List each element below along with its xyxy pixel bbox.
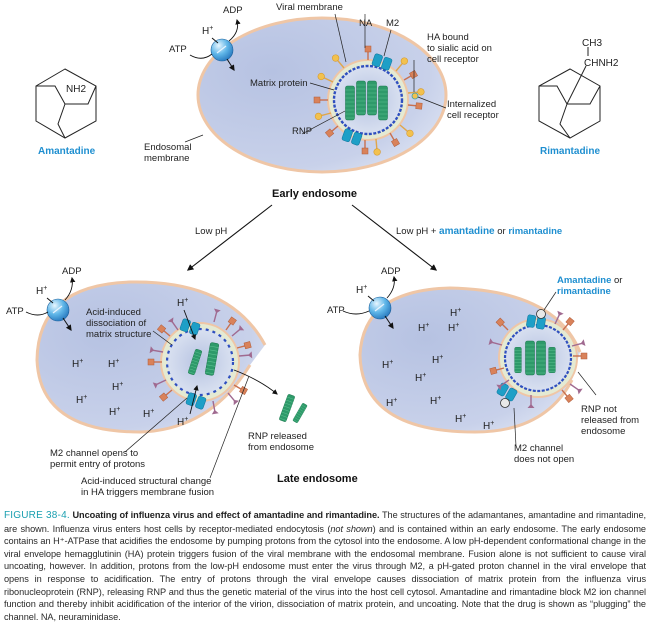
amantadine-structure	[35, 68, 97, 139]
svg-text:H+: H+	[483, 420, 494, 432]
proton-pump-icon	[368, 296, 392, 320]
svg-text:H+: H+	[177, 416, 188, 428]
protons-drug: H+ H+ H+ H+ H+ H+ H+ H+ H+ H+	[382, 307, 494, 432]
svg-text:H+: H+	[448, 322, 459, 334]
svg-text:H+: H+	[432, 354, 443, 366]
svg-text:H+: H+	[177, 297, 188, 309]
adp-label: ADP	[62, 266, 82, 277]
low-ph-drug-label: Low pH + amantadine or rimantadine	[396, 226, 562, 237]
svg-text:H+: H+	[455, 413, 466, 425]
svg-text:H+: H+	[418, 322, 429, 334]
amantadine-nh2-label: NH2	[66, 84, 86, 95]
h-plus-label: H+	[202, 25, 213, 37]
atp-label: ATP	[327, 305, 345, 316]
low-ph-label: Low pH	[195, 226, 227, 237]
caption-text: The structures of the adamantanes, amant…	[4, 510, 647, 534]
late-endosome-title: Late endosome	[277, 473, 358, 485]
svg-text:H+: H+	[382, 359, 393, 371]
h-plus-label: H+	[356, 284, 367, 296]
svg-text:H+: H+	[108, 358, 119, 370]
h-plus-label: H+	[36, 285, 47, 297]
rimantadine-chnh2-label: CHNH2	[584, 58, 619, 69]
svg-text:H+: H+	[112, 381, 123, 393]
m2-opens-label: M2 channel opens to permit entry of prot…	[50, 448, 145, 470]
adp-label: ADP	[223, 5, 243, 16]
atp-label: ATP	[169, 44, 187, 55]
drug-plug-label: Amantadine or rimantadine	[557, 275, 625, 297]
early-endosome: H+ ATP ADP	[144, 2, 499, 174]
branch-arrows	[186, 204, 438, 271]
proton-pump-icon	[46, 298, 70, 322]
figure-number: FIGURE 38-4.	[4, 510, 70, 521]
acid-dissociation-label: Acid-induced dissociation of matrix stru…	[86, 307, 151, 340]
svg-text:H+: H+	[415, 372, 426, 384]
svg-text:H+: H+	[76, 394, 87, 406]
svg-text:H+: H+	[72, 358, 83, 370]
svg-text:H+: H+	[450, 307, 461, 319]
caption-text-2: ) and is contained within an early endos…	[4, 523, 646, 622]
early-endosome-title: Early endosome	[272, 188, 357, 200]
rnp-released-label: RNP released from endosome	[248, 431, 314, 453]
protons-late: H+ H+ H+ H+ H+ H+ H+ H+	[72, 297, 188, 428]
proton-pump-icon	[210, 38, 234, 62]
ha-change-label: Acid-induced structural change in HA tri…	[81, 476, 214, 498]
rimantadine-name: Rimantadine	[540, 146, 600, 157]
figure-diagram: NH2 Amantadine CH3 CHNH2 Rimantadine H+ …	[6, 2, 642, 498]
na-label: NA	[359, 18, 373, 29]
caption-italic: not shown	[330, 523, 373, 534]
svg-text:H+: H+	[386, 397, 397, 409]
figure-caption: FIGURE 38-4. Uncoating of influenza viru…	[4, 509, 646, 623]
matrix-protein-label: Matrix protein	[250, 78, 308, 89]
amantadine-name: Amantadine	[38, 146, 96, 157]
influenza-virion	[313, 45, 426, 157]
figure-title: Uncoating of influenza virus and effect …	[72, 510, 380, 520]
rnp-label: RNP	[292, 126, 312, 137]
endosomal-membrane-label: Endosomal membrane	[144, 142, 194, 164]
svg-text:H+: H+	[143, 408, 154, 420]
adp-label: ADP	[381, 266, 401, 277]
svg-text:H+: H+	[109, 406, 120, 418]
atp-label: ATP	[6, 306, 24, 317]
late-endosome: H+ ATP ADP H+ H+ H+ H+ H+ H+ H+ H+ Acid-…	[6, 266, 314, 498]
svg-text:H+: H+	[430, 395, 441, 407]
m2-label: M2	[386, 18, 399, 29]
m2-not-open-label: M2 channel does not open	[514, 443, 574, 465]
drug-blocked-endosome: H+ ATP ADP H+ H+ H+ H+ H+ H+ H+ H+ H+ H+…	[327, 266, 642, 465]
viral-membrane-label: Viral membrane	[276, 2, 343, 13]
ha-bound-label: HA bound to sialic acid on cell receptor	[427, 32, 495, 65]
rnp-not-released-label: RNP not released from endosome	[581, 404, 642, 437]
internalized-receptor-label: Internalized cell receptor	[447, 99, 499, 121]
rimantadine-ch3-label: CH3	[582, 38, 602, 49]
rimantadine-structure	[538, 47, 601, 139]
